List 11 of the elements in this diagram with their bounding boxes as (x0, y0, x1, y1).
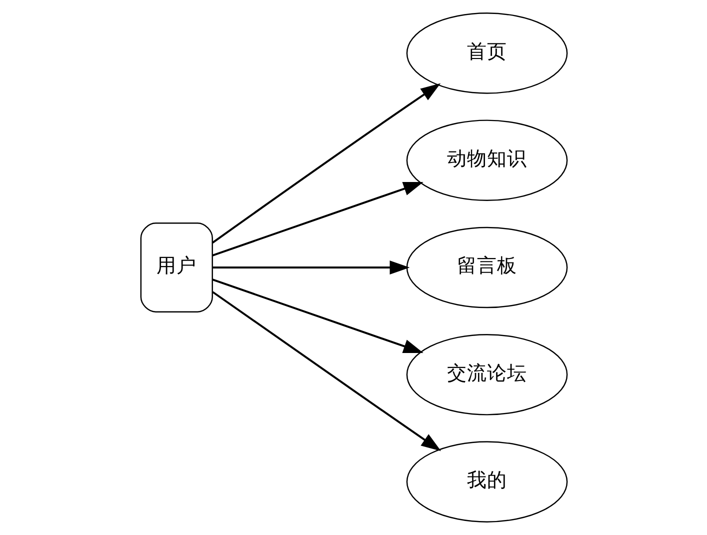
node-ellipse: 留言板 (406, 226, 568, 308)
node-box: 用户 (140, 222, 212, 312)
node-ellipse: 首页 (406, 12, 568, 94)
arrow (212, 83, 440, 244)
node-ellipse: 动物知识 (406, 120, 568, 201)
arrow (212, 278, 423, 353)
arrow (212, 182, 423, 256)
arrow (212, 291, 441, 452)
arrow (212, 260, 410, 274)
node-ellipse: 我的 (406, 441, 568, 522)
node-ellipse: 交流论坛 (406, 334, 568, 416)
